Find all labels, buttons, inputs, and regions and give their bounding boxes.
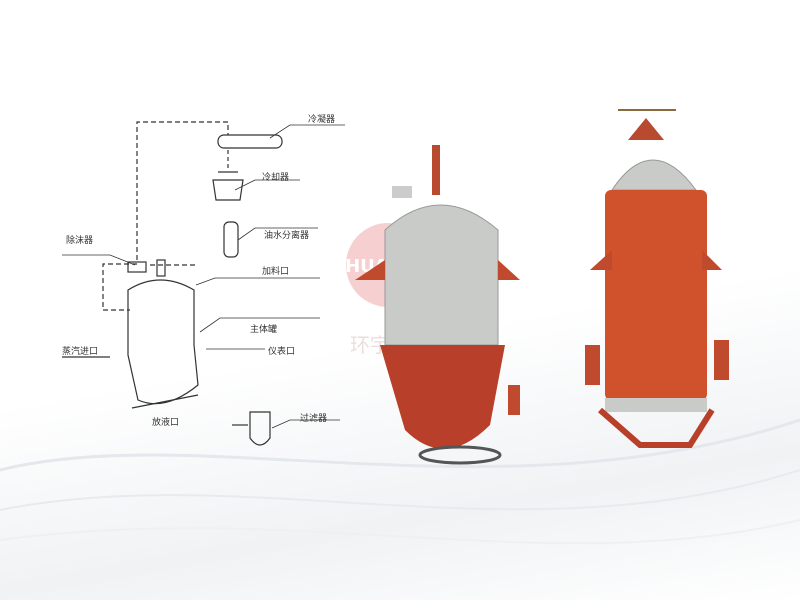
label-steam-inlet: 蒸汽进口: [62, 347, 99, 357]
label-feed-inlet: 加料口: [262, 267, 290, 277]
label-cooler: 冷却器: [262, 173, 290, 183]
label-main-tank: 主体罐: [250, 325, 278, 335]
label-condenser: 冷凝器: [308, 115, 336, 125]
label-oil-water-separator: 油水分离器: [264, 231, 310, 241]
label-instrument-port: 仪表口: [268, 347, 296, 357]
label-foam-remover: 除沫器: [66, 236, 94, 246]
label-discharge-port: 放液口: [152, 418, 180, 428]
label-filter: 过滤器: [300, 414, 328, 424]
